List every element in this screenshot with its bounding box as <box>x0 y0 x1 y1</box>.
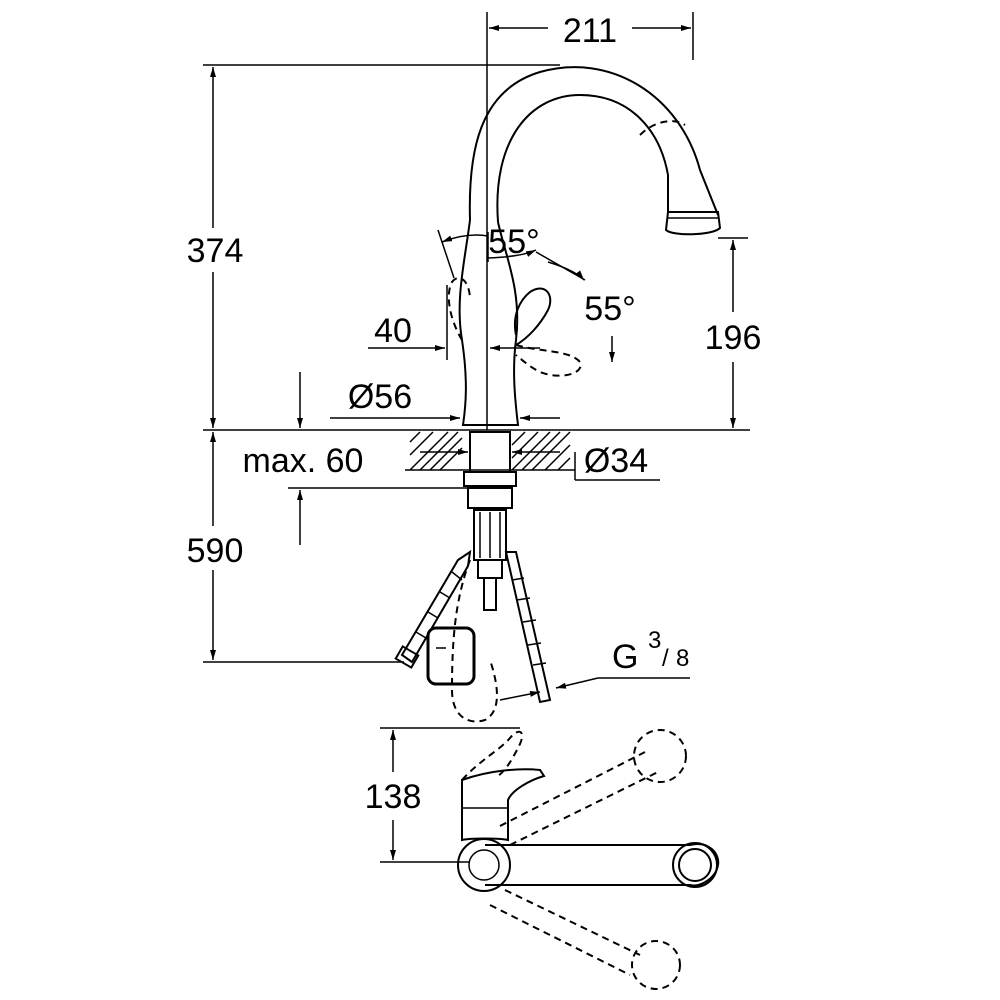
spray-head <box>664 211 722 236</box>
thread-denominator-label: 8 <box>676 645 689 672</box>
handle <box>514 287 552 346</box>
plan-handle <box>461 768 546 842</box>
spout-clearance-label: 196 <box>705 319 762 357</box>
hole-diameter-dimension: Ø34 <box>420 442 660 481</box>
angle-side-dimension: 55° <box>535 251 636 362</box>
lever-offset-label: 40 <box>374 312 412 350</box>
thread-size-dimension: G 3 / 8 <box>499 627 690 701</box>
right-supply-hose <box>504 551 552 704</box>
thread-slash-label: / <box>662 645 669 672</box>
faucet-plan-view <box>457 729 720 990</box>
thread-main-label: G <box>612 638 638 676</box>
base-diameter-dimension: Ø56 <box>297 372 560 428</box>
deck-thickness-label: max. 60 <box>243 442 364 480</box>
angle-side-label: 55° <box>584 290 635 328</box>
below-deck-dimension: 590 <box>187 432 404 663</box>
spout-clearance-dimension: 196 <box>705 237 762 428</box>
under-deck-assembly <box>394 471 552 723</box>
deck-thickness-dimension: max. 60 <box>243 442 470 545</box>
angle-top-label: 55° <box>488 223 539 261</box>
width-dimension: 211 <box>486 12 694 430</box>
plan-base-circle <box>457 838 511 892</box>
plan-depth-label: 138 <box>365 778 422 816</box>
hole-diameter-label: Ø34 <box>584 442 648 480</box>
deck-hatching <box>409 431 571 471</box>
faucet-elevation <box>447 66 722 473</box>
total-height-label: 374 <box>187 232 244 270</box>
hose-weight <box>426 626 476 686</box>
plan-swivel-positions <box>489 729 687 990</box>
plan-depth-dimension: 138 <box>365 727 520 863</box>
base-diameter-label: Ø56 <box>348 378 412 416</box>
angle-top-dimension: 55° <box>437 223 540 279</box>
total-height-dimension: 374 <box>187 64 560 428</box>
below-deck-label: 590 <box>187 532 244 570</box>
thread-numerator-label: 3 <box>648 627 661 654</box>
spout-outline <box>468 66 719 221</box>
lever-offset-dimension: 40 <box>368 285 540 360</box>
width-label: 211 <box>563 12 617 50</box>
countertop <box>203 429 750 471</box>
